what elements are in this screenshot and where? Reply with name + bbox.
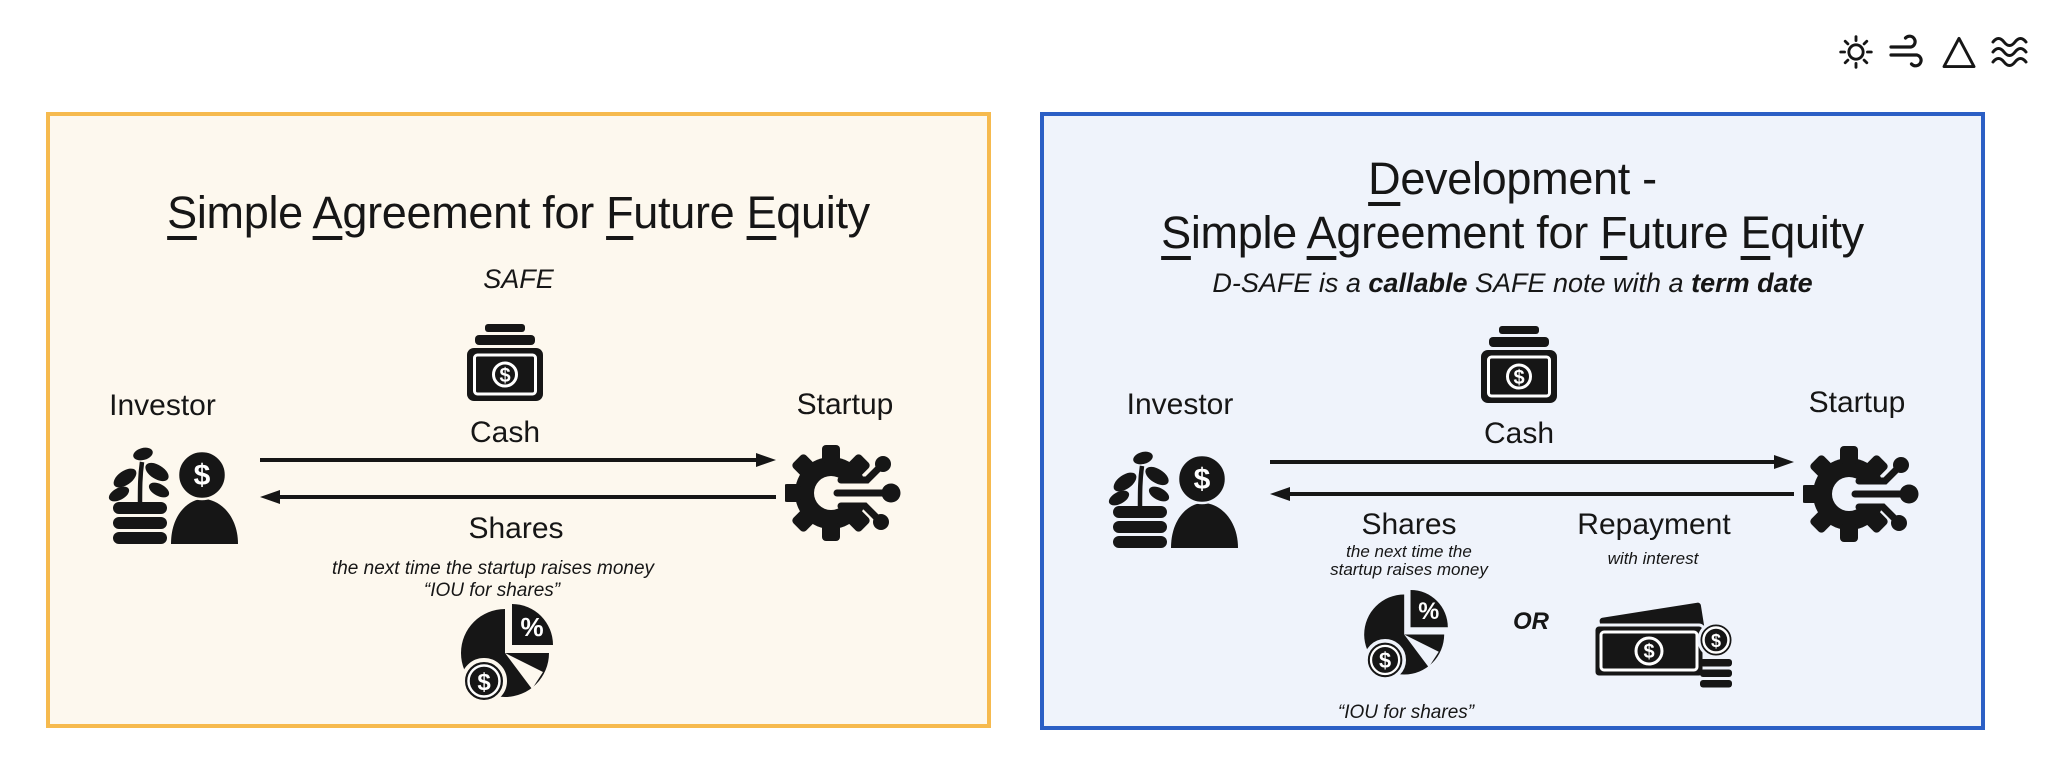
pie-chart-icon: % $ <box>1356 582 1456 687</box>
title-letter: A <box>1306 207 1337 258</box>
title-text: evelopment - <box>1400 153 1657 204</box>
safe-title: Simple Agreement for Future Equity <box>50 186 987 240</box>
money-stack-icon: $ <box>1470 326 1568 403</box>
shares-label: Shares <box>468 512 564 545</box>
svg-text:$: $ <box>1379 648 1391 673</box>
title-letter: E <box>1740 207 1771 258</box>
shares-note: the next time the startup raises money <box>1259 543 1559 579</box>
investor-label: Investor <box>1126 388 1234 421</box>
svg-text:%: % <box>1418 599 1439 625</box>
title-letter: F <box>1600 207 1628 258</box>
shares-note-line2: startup raises money <box>1330 560 1488 579</box>
title-text: greement <box>342 187 543 238</box>
cash-payment-icon: $ $ <box>1588 587 1733 691</box>
investor-icon: $ <box>1107 446 1247 548</box>
shares-label: Shares <box>1361 508 1457 541</box>
title-letter: D <box>1368 153 1401 204</box>
iou-note: “IOU for shares” <box>423 580 561 601</box>
subtitle-text: SAFE note with a <box>1467 268 1692 298</box>
startup-label: Startup <box>796 388 894 421</box>
svg-text:$: $ <box>1643 641 1654 663</box>
title-text: greement <box>1336 207 1537 258</box>
svg-text:%: % <box>520 612 543 642</box>
svg-text:$: $ <box>1513 367 1524 389</box>
or-label: OR <box>1513 608 1549 635</box>
investor-label: Investor <box>109 389 216 422</box>
waves-icon <box>1988 30 2032 74</box>
triangle-icon <box>1939 30 1979 74</box>
title-letter: E <box>746 187 777 238</box>
title-letter: A <box>312 187 343 238</box>
repayment-note: with interest <box>1607 549 1699 568</box>
title-text: uture <box>1627 207 1741 258</box>
title-text: quity <box>1770 207 1864 258</box>
safe-subtitle: SAFE <box>483 264 554 294</box>
shares-arrow <box>260 489 776 505</box>
shares-note-line1: the next time the <box>1346 542 1472 561</box>
subtitle-bold: term date <box>1691 268 1813 298</box>
svg-text:$: $ <box>1194 463 1211 496</box>
title-letter: S <box>167 187 197 238</box>
shares-note: the next time the startup raises money <box>331 558 655 579</box>
repayment-label: Repayment <box>1577 508 1731 541</box>
corner-icons <box>1835 30 2032 74</box>
title-text: for <box>542 187 607 238</box>
title-text: uture <box>633 187 747 238</box>
money-stack-icon: $ <box>456 324 554 401</box>
dsafe-title-line1: Development - <box>1044 152 1981 206</box>
startup-gear-icon <box>1803 439 1925 549</box>
title-text: quity <box>776 187 870 238</box>
cash-label: Cash <box>1483 417 1555 450</box>
dsafe-subtitle: D-SAFE is a callable SAFE note with a te… <box>1044 268 1981 299</box>
wind-icon <box>1886 30 1930 74</box>
cash-label: Cash <box>469 416 541 449</box>
svg-text:$: $ <box>477 669 491 696</box>
subtitle-text: D-SAFE is a <box>1212 268 1369 298</box>
title-letter: S <box>1161 207 1191 258</box>
title-letter: F <box>606 187 634 238</box>
title-text: for <box>1536 207 1601 258</box>
cash-arrow <box>1270 454 1794 470</box>
sun-icon <box>1835 30 1877 74</box>
investor-icon: $ <box>107 442 247 544</box>
svg-text:$: $ <box>1711 631 1721 651</box>
title-text: imple <box>1190 207 1307 258</box>
dsafe-title-line2: Simple Agreement for Future Equity <box>1044 206 1981 260</box>
subtitle-bold: callable <box>1368 268 1468 298</box>
safe-panel: Simple Agreement for Future Equity SAFE … <box>46 112 991 728</box>
dsafe-panel: Development - Simple Agreement for Futur… <box>1040 112 1985 730</box>
startup-label: Startup <box>1808 386 1906 419</box>
return-arrow <box>1270 486 1794 502</box>
iou-note: “IOU for shares” <box>1337 702 1475 723</box>
cash-arrow <box>260 452 776 468</box>
svg-text:$: $ <box>499 365 510 387</box>
svg-text:$: $ <box>194 459 211 492</box>
pie-chart-icon: % $ <box>452 598 562 708</box>
startup-gear-icon <box>785 438 907 548</box>
title-text: imple <box>196 187 313 238</box>
